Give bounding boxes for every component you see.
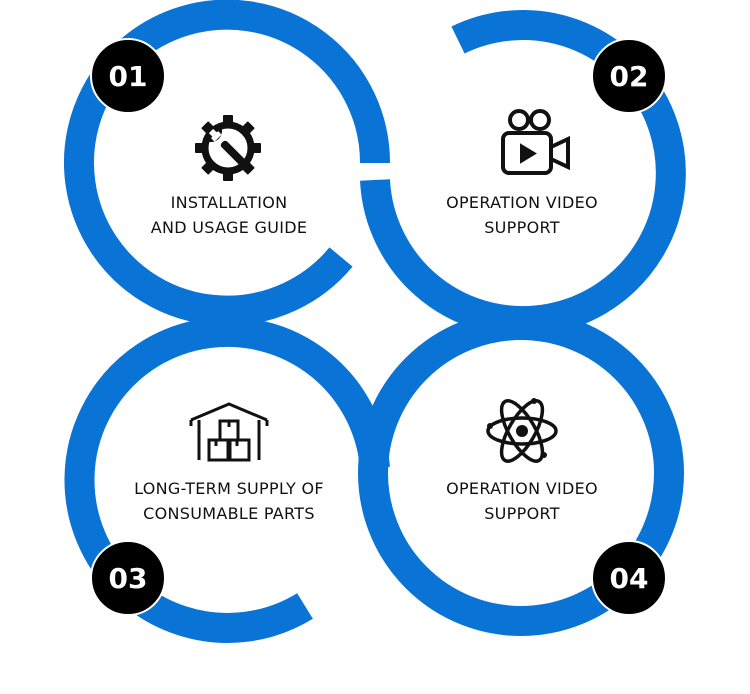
label-line: CONSUMABLE PARTS [143,504,315,523]
badge-02: 02 [591,38,667,114]
badge-04: 04 [591,540,667,616]
badge-03: 03 [90,540,166,616]
gear-wrench-icon [195,115,261,181]
atom-icon [486,398,558,463]
label-line: OPERATION VIDEO [446,479,598,498]
item-label-02: OPERATION VIDEO SUPPORT [392,190,652,240]
label-line: LONG-TERM SUPPLY OF [134,479,324,498]
item-label-04: OPERATION VIDEO SUPPORT [392,476,652,526]
ring-1 [64,0,390,326]
ring-2 [360,10,686,337]
item-label-01: INSTALLATION AND USAGE GUIDE [99,190,359,240]
badge-number: 01 [109,60,148,93]
badge-number: 02 [610,60,649,93]
label-line: SUPPORT [484,218,560,237]
video-camera-icon [501,109,570,175]
badge-01: 01 [90,38,166,114]
label-line: AND USAGE GUIDE [150,218,308,237]
ring-4 [358,310,684,636]
badge-number: 03 [109,562,148,595]
label-line: OPERATION VIDEO [446,193,598,212]
label-line: SUPPORT [484,504,560,523]
label-line: INSTALLATION [170,193,288,212]
ring-3 [64,316,390,643]
item-label-03: LONG-TERM SUPPLY OF CONSUMABLE PARTS [99,476,359,526]
badge-number: 04 [610,562,649,595]
warehouse-icon [189,402,269,462]
